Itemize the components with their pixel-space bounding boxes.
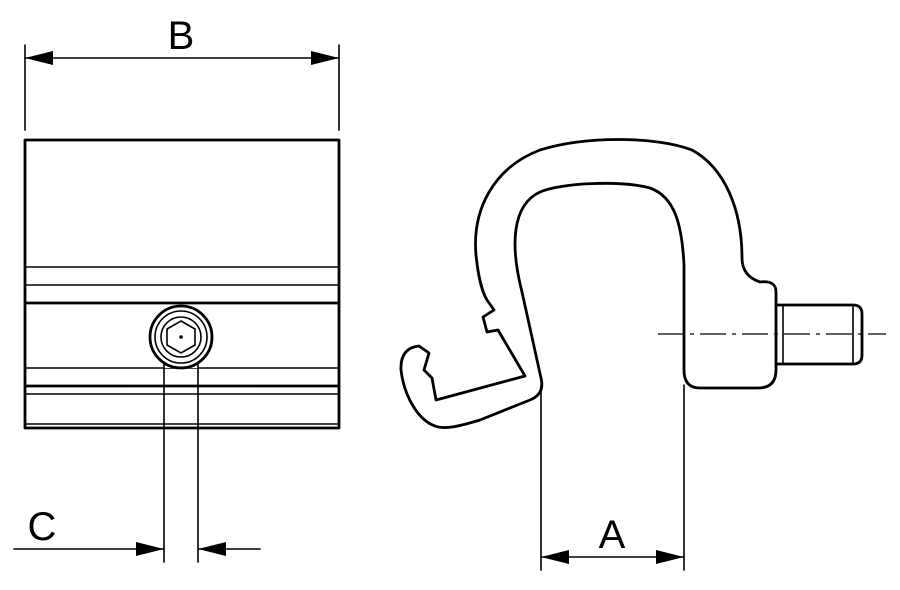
dimension-label-b: B — [168, 14, 195, 58]
clamp-body-front — [23, 138, 341, 430]
side-view: A — [399, 138, 886, 571]
dimension-label-a: A — [599, 513, 626, 557]
front-view: B C — [13, 14, 341, 563]
hex-socket-screw — [148, 304, 214, 370]
hook-clamp-profile — [399, 138, 778, 429]
dimension-label-c: C — [28, 505, 57, 549]
